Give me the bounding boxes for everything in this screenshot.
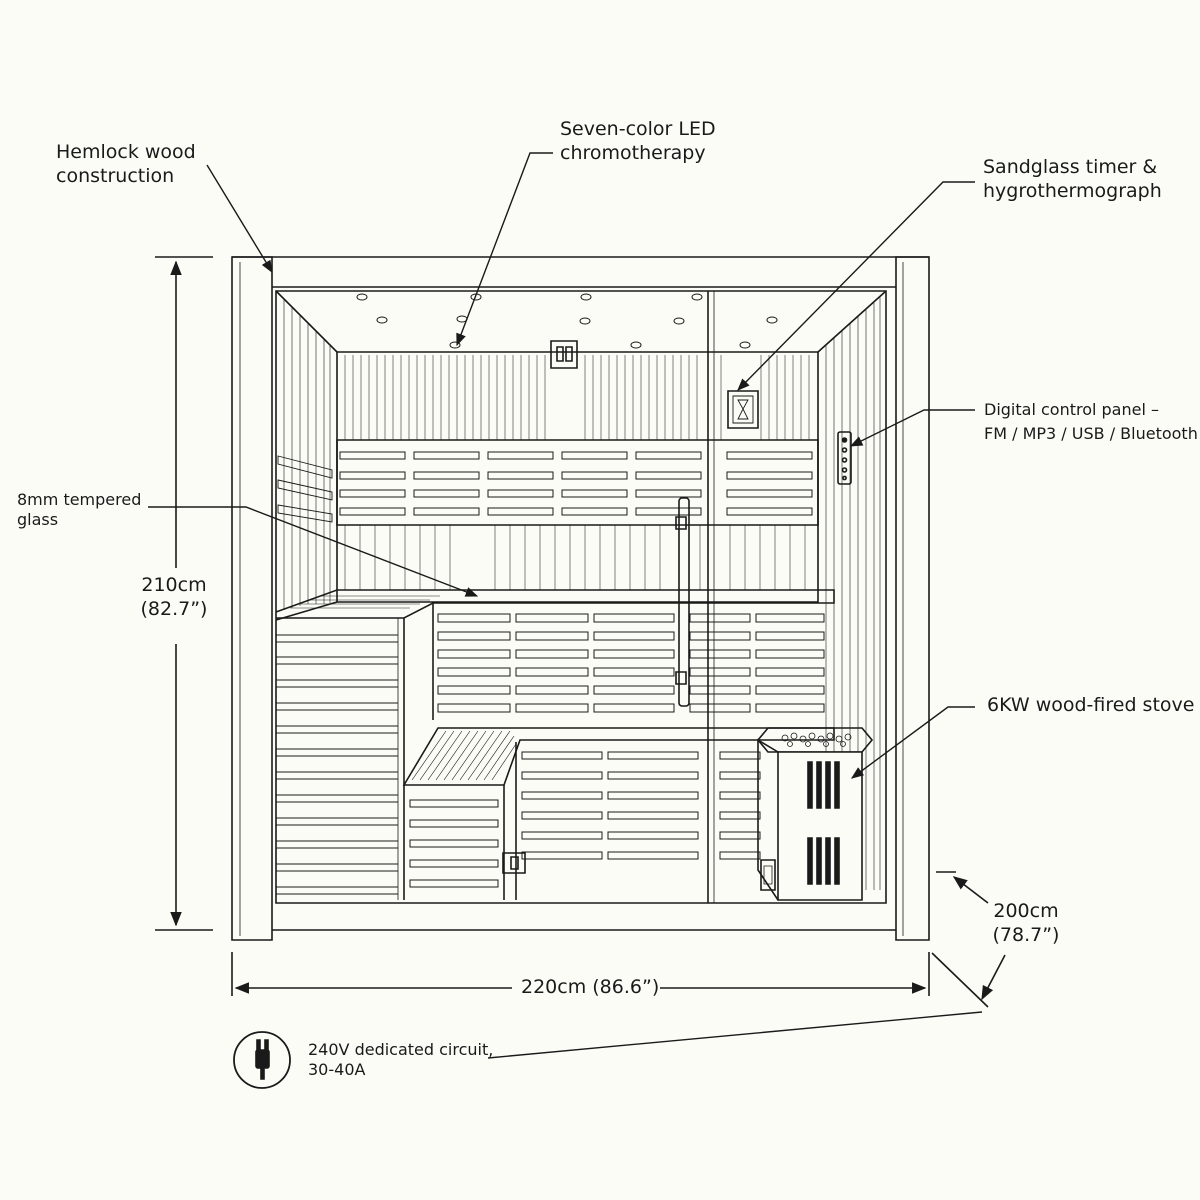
plug-icon (234, 1032, 290, 1088)
timer-label: Sandglass timer &hygrothermograph (983, 156, 1162, 202)
width-label: 220cm (86.6”) (521, 976, 660, 998)
interior-walls (276, 291, 886, 890)
control-panel-label: Digital control panel –FM / MP3 / USB / … (984, 400, 1198, 443)
door-handle (676, 498, 689, 706)
stove-label: 6KW wood-fired stove (987, 694, 1195, 716)
cabin-frame (232, 257, 929, 940)
width-dimension (232, 952, 929, 996)
digital-control-panel (838, 432, 851, 484)
door-hinge-top (551, 341, 577, 368)
power-label: 240V dedicated circuit,30-40A (308, 1040, 494, 1079)
wood-fired-stove (758, 728, 872, 900)
door-hinge-bottom (503, 853, 525, 873)
lower-bench (404, 728, 834, 900)
upper-bench (276, 590, 834, 900)
height-label: 210cm(82.7”) (140, 574, 208, 620)
leader-lines (148, 153, 982, 1058)
glass-front (276, 291, 886, 903)
depth-dimension (932, 872, 1005, 1007)
depth-label: 200cm(78.7”) (992, 900, 1060, 946)
height-dimension (155, 257, 213, 930)
sandglass-timer (728, 391, 758, 428)
upper-backrest (337, 440, 818, 525)
